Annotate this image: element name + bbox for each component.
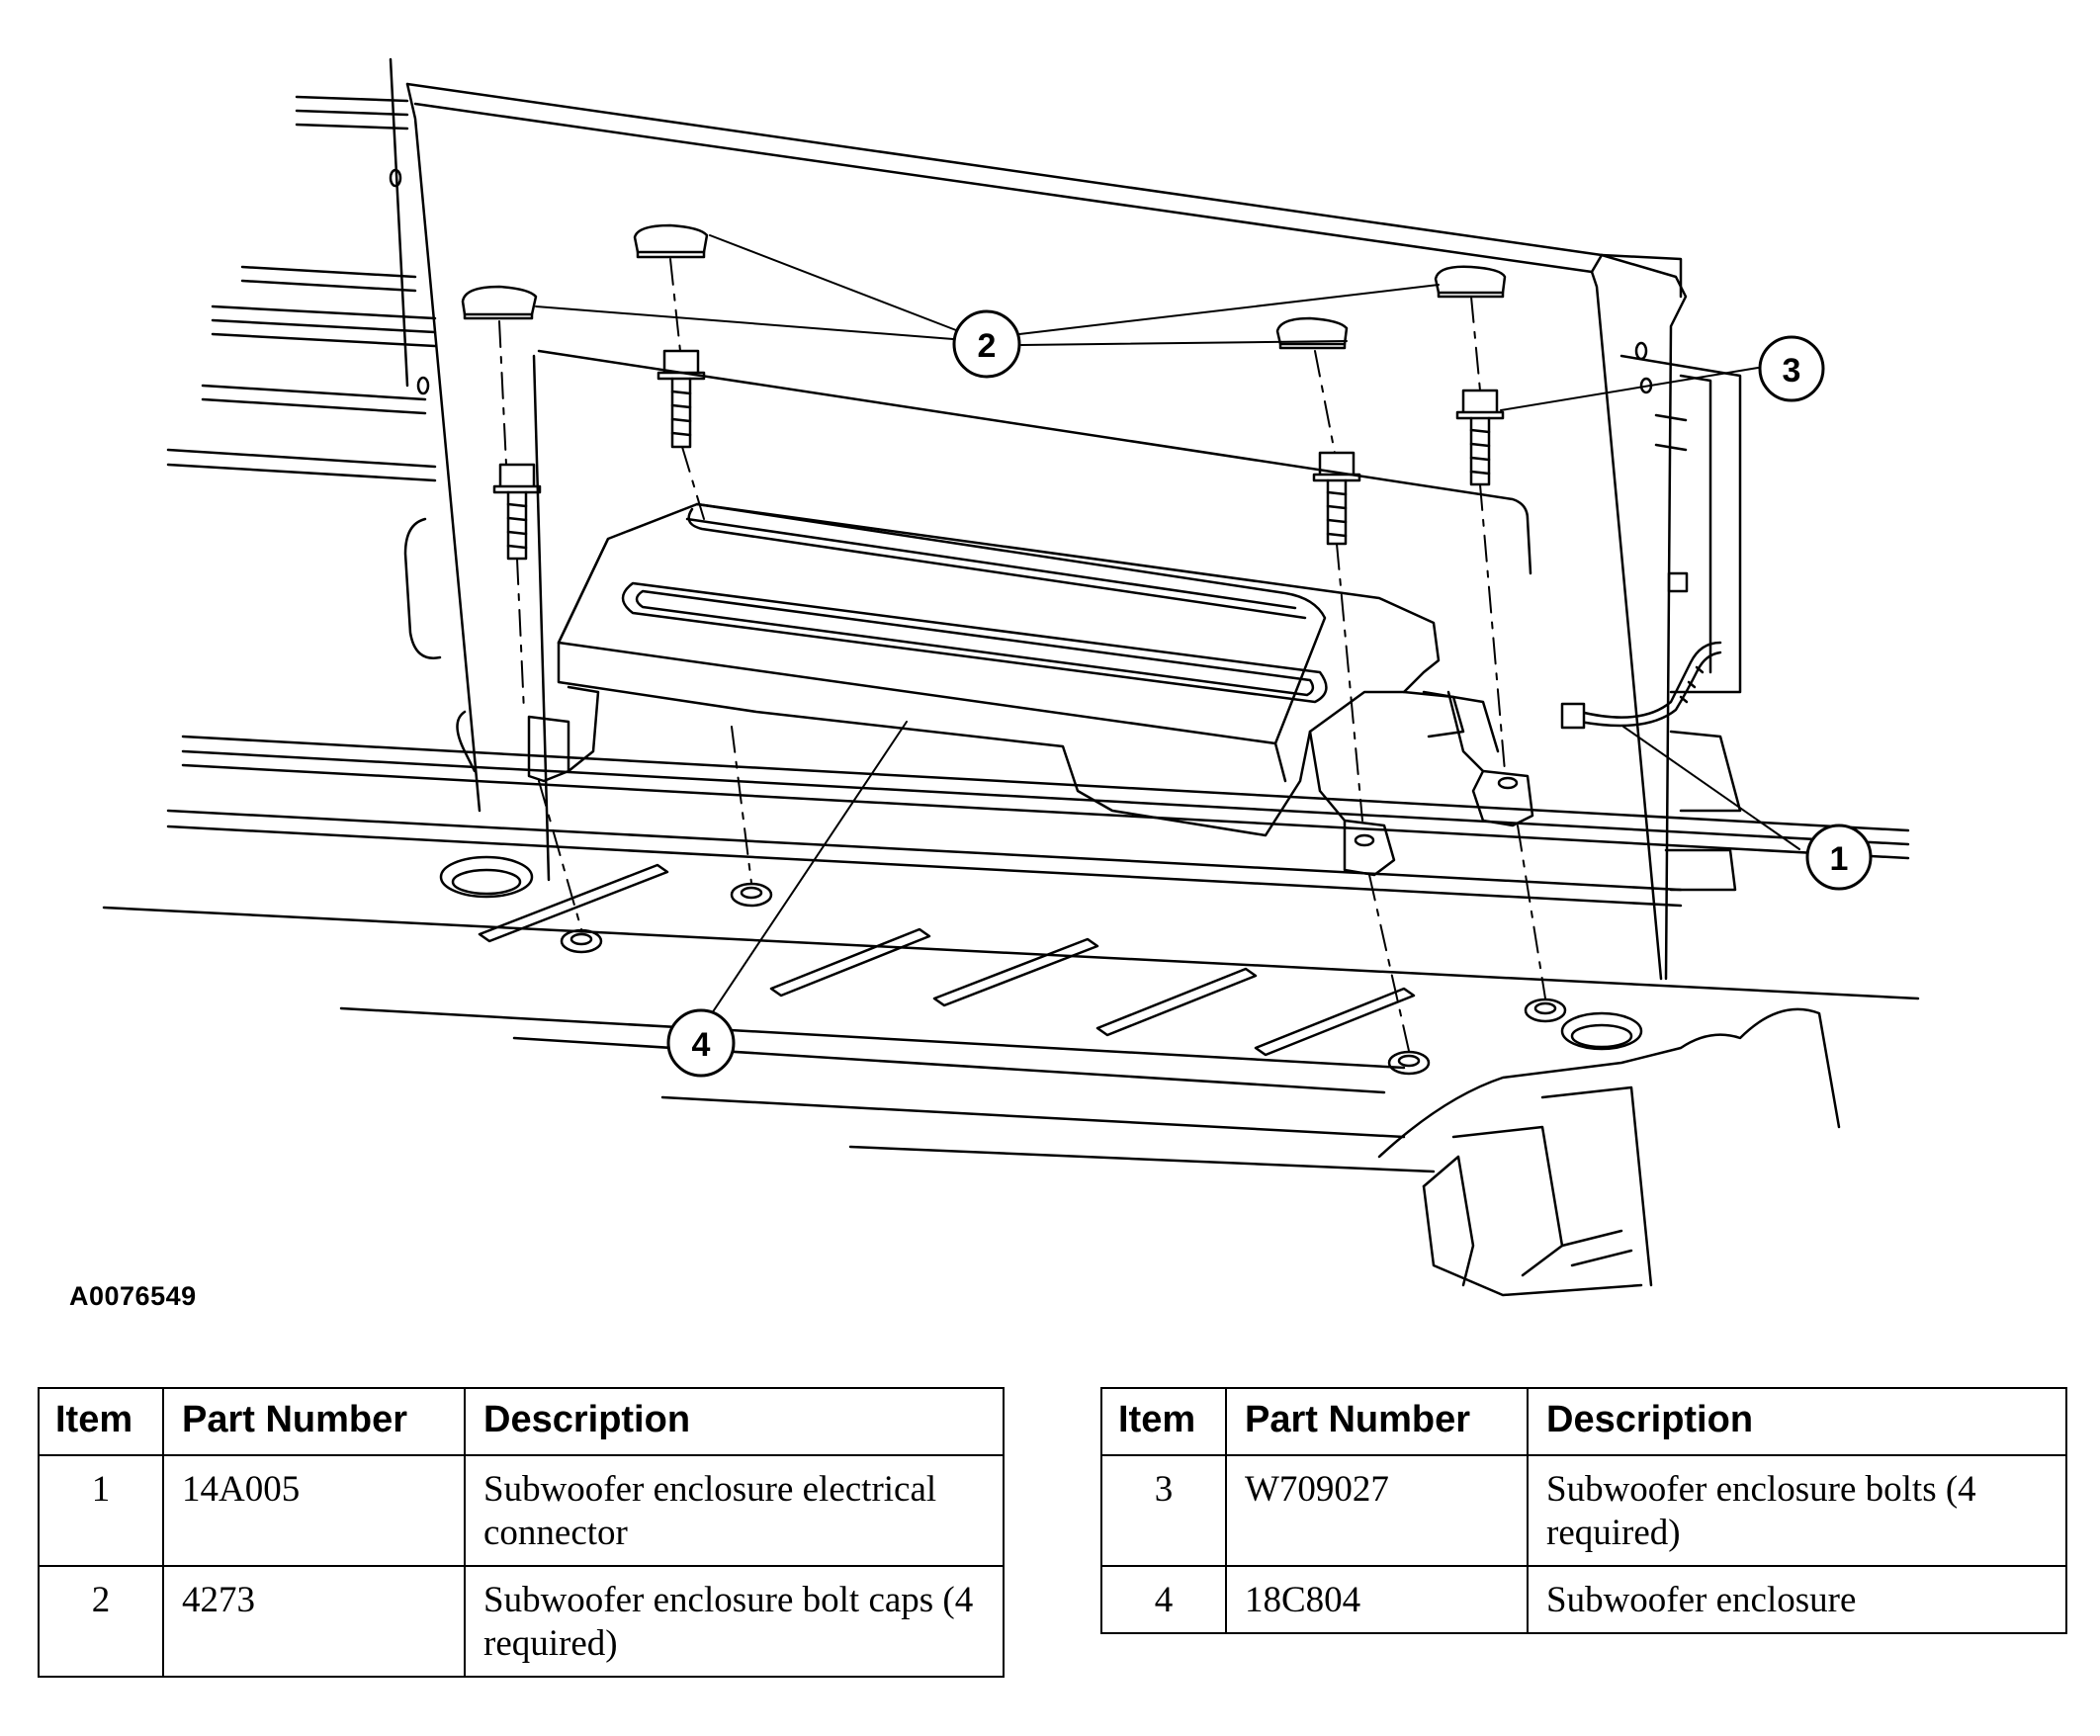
figure-id: A0076549 [69, 1281, 197, 1311]
part-description: Subwoofer enclosure electrical connector [464, 1454, 1005, 1567]
part-number: 14A005 [162, 1454, 466, 1567]
bolt-cap [633, 223, 709, 259]
table-row: 2 4273 Subwoofer enclosure bolt caps (4 … [38, 1565, 1005, 1678]
item-number: 4 [1100, 1565, 1227, 1634]
subwoofer-enclosure [527, 502, 1534, 877]
callout-2-label: 2 [978, 327, 997, 365]
exploded-view-diagram: 1 2 3 4 [102, 57, 1920, 1297]
vehicle-structure [102, 57, 1920, 1297]
floor-washer [560, 882, 1567, 1076]
callout-4-label: 4 [692, 1026, 711, 1064]
callout-3-label: 3 [1783, 352, 1801, 390]
callout-3: 3 [1758, 335, 1825, 402]
table-header-row: Item Part Number Description [38, 1387, 1005, 1456]
bolt [656, 349, 706, 449]
item-number: 1 [38, 1454, 164, 1567]
table-row: 1 14A005 Subwoofer enclosure electrical … [38, 1454, 1005, 1567]
header-item: Item [38, 1387, 164, 1456]
electrical-connector [1560, 641, 1722, 730]
header-item: Item [1100, 1387, 1227, 1456]
parts-table-right: Item Part Number Description 3 W709027 S… [1100, 1387, 2067, 1634]
callout-1-label: 1 [1830, 840, 1849, 878]
bolt [1312, 451, 1361, 546]
header-description: Description [1527, 1387, 2067, 1456]
bolt-cap [1275, 316, 1349, 350]
callout-2: 2 [952, 309, 1021, 379]
part-description: Subwoofer enclosure bolt caps (4 require… [464, 1565, 1005, 1678]
bolt [1455, 389, 1505, 486]
header-part-number: Part Number [1225, 1387, 1529, 1456]
part-number: 4273 [162, 1565, 466, 1678]
part-description: Subwoofer enclosure [1527, 1565, 2067, 1634]
item-number: 3 [1100, 1454, 1227, 1567]
part-description: Subwoofer enclosure bolts (4 required) [1527, 1454, 2067, 1567]
bolt-cap [461, 285, 538, 320]
part-number: W709027 [1225, 1454, 1529, 1567]
parts-table-left: Item Part Number Description 1 14A005 Su… [38, 1387, 1005, 1678]
header-description: Description [464, 1387, 1005, 1456]
leader-lines [535, 234, 1800, 1014]
header-part-number: Part Number [162, 1387, 466, 1456]
item-number: 2 [38, 1565, 164, 1678]
table-row: 3 W709027 Subwoofer enclosure bolts (4 r… [1100, 1454, 2067, 1567]
callout-1: 1 [1805, 824, 1873, 891]
table-header-row: Item Part Number Description [1100, 1387, 2067, 1456]
part-number: 18C804 [1225, 1565, 1529, 1634]
alignment-lines [498, 258, 1546, 1052]
bolt [492, 463, 542, 561]
bolt-cap [1434, 265, 1507, 299]
table-row: 4 18C804 Subwoofer enclosure [1100, 1565, 2067, 1634]
callout-4: 4 [666, 1008, 736, 1078]
